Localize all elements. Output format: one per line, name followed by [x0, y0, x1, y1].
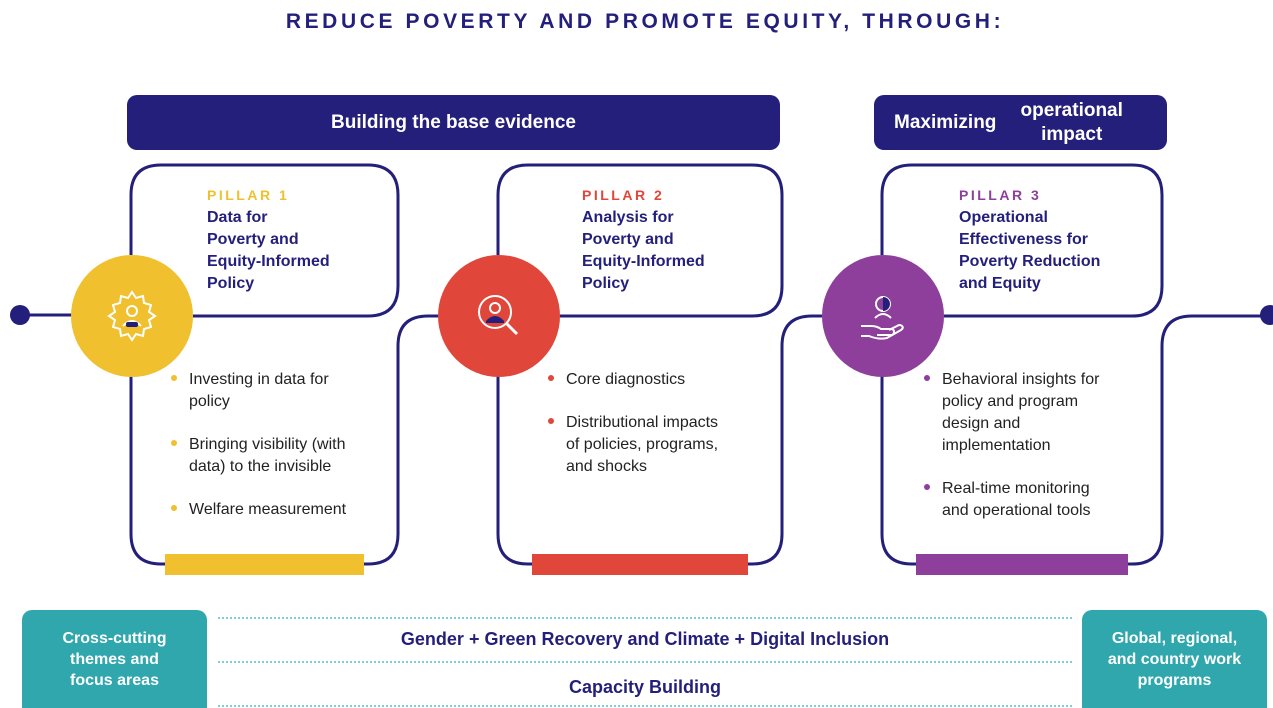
list-item: Real-time monitoring and operational too… [922, 478, 1147, 522]
gear-person-icon [107, 290, 157, 342]
header-building-base-evidence: Building the base evidence [127, 95, 780, 150]
pillar-1-bullets: Investing in data for policy Bringing vi… [169, 369, 394, 542]
pillar-1-title: Data for Poverty and Equity-Informed Pol… [207, 207, 330, 295]
left-end-dot [10, 305, 30, 325]
cross-cutting-themes-box: Cross-cutting themes and focus areas [22, 610, 207, 708]
pillar-1-title-line: Poverty and [207, 231, 299, 248]
pillar-2-title: Analysis for Poverty and Equity-Informed… [582, 207, 705, 295]
box-line: Cross-cutting [62, 629, 167, 647]
bullet-line: Real-time monitoring [942, 480, 1090, 497]
pillar-1-title-line: Policy [207, 275, 255, 292]
list-item: Behavioral insights for policy and progr… [922, 369, 1147, 457]
magnifier-person-icon [478, 295, 519, 336]
cross-cutting-themes-text: Gender + Green Recovery and Climate + Di… [400, 629, 890, 649]
pillar-2-title-line: Equity-Informed [582, 253, 705, 270]
list-item: Core diagnostics [546, 369, 771, 391]
pillar-3-label: PILLAR 3 [959, 187, 1042, 203]
bullet-line: of policies, programs, [566, 436, 719, 453]
pillar-3-title-line: Effectiveness for [959, 231, 1088, 248]
bullet-dot [171, 440, 177, 446]
pillar-2-title-line: Policy [582, 275, 630, 292]
pillar-3-title-line: Poverty Reduction [959, 253, 1101, 270]
bullet-line: and shocks [566, 458, 647, 475]
pillar-3-bullets: Behavioral insights for policy and progr… [922, 369, 1147, 543]
pillar-2-accent-bar [532, 554, 748, 575]
pillar-1-circle [71, 255, 193, 377]
pillar-2-title-line: Analysis for [582, 209, 674, 226]
bullet-dot [171, 505, 177, 511]
box-line: themes and [70, 650, 159, 668]
bullet-line: and operational tools [942, 502, 1091, 519]
pillar-2-circle [438, 255, 560, 377]
box-line: and country work [1107, 650, 1242, 668]
bullet-line: policy and program [942, 393, 1079, 410]
pillar-1-accent-bar [165, 554, 364, 575]
bullet-line: Behavioral insights for [942, 371, 1100, 388]
bullet-dot [924, 375, 930, 381]
list-item: Bringing visibility (with data) to the i… [169, 434, 394, 478]
pillar-3-title: Operational Effectiveness for Poverty Re… [959, 207, 1100, 295]
pillar-3-circle [822, 255, 944, 377]
box-line: Global, regional, [1111, 629, 1238, 647]
bullet-line: Distributional impacts [566, 414, 719, 431]
bullet-line: data) to the invisible [189, 458, 332, 475]
pillar-1-title-line: Data for [207, 209, 268, 226]
hand-person-icon [861, 296, 904, 340]
box-line: focus areas [70, 671, 159, 689]
main-title: REDUCE POVERTY AND PROMOTE EQUITY, THROU… [285, 10, 1005, 33]
bullet-line: Core diagnostics [566, 371, 686, 388]
bullet-dot [548, 418, 554, 424]
pillar-2-title-line: Poverty and [582, 231, 674, 248]
pillar-2-label: PILLAR 2 [582, 187, 665, 203]
right-end-dot [1260, 305, 1273, 325]
bullet-dot [924, 484, 930, 490]
pillar-3-title-line: Operational [959, 209, 1048, 226]
list-item: Investing in data for policy [169, 369, 394, 413]
work-programs-box: Global, regional, and country work progr… [1082, 610, 1267, 708]
pillar-3-title-line: and Equity [959, 275, 1041, 292]
dotted-divider [218, 705, 1072, 707]
header-right-line-2: operational impact [1020, 99, 1123, 145]
pillar-1-title-line: Equity-Informed [207, 253, 330, 270]
bullet-line: Bringing visibility (with [189, 436, 346, 453]
bullet-dot [548, 375, 554, 381]
pillar-3-accent-bar [916, 554, 1128, 575]
bullet-line: policy [189, 393, 230, 410]
header-right-line-1: Maximizing [894, 111, 997, 133]
list-item: Welfare measurement [169, 499, 394, 521]
bullet-dot [171, 375, 177, 381]
bullet-line: design and [942, 415, 1021, 432]
bullet-line: implementation [942, 437, 1051, 454]
dotted-divider [218, 661, 1072, 663]
dotted-divider [218, 617, 1072, 619]
bullet-line: Welfare measurement [189, 501, 347, 518]
capacity-building-text: Capacity Building [568, 677, 721, 697]
header-maximizing-operational-impact: Maximizing operational impact [874, 95, 1167, 150]
list-item: Distributional impacts of policies, prog… [546, 412, 771, 478]
pillar-2-bullets: Core diagnostics Distributional impacts … [546, 369, 771, 499]
bullet-line: Investing in data for [189, 371, 329, 388]
pillar-1-label: PILLAR 1 [207, 187, 290, 203]
box-line: programs [1137, 671, 1212, 689]
